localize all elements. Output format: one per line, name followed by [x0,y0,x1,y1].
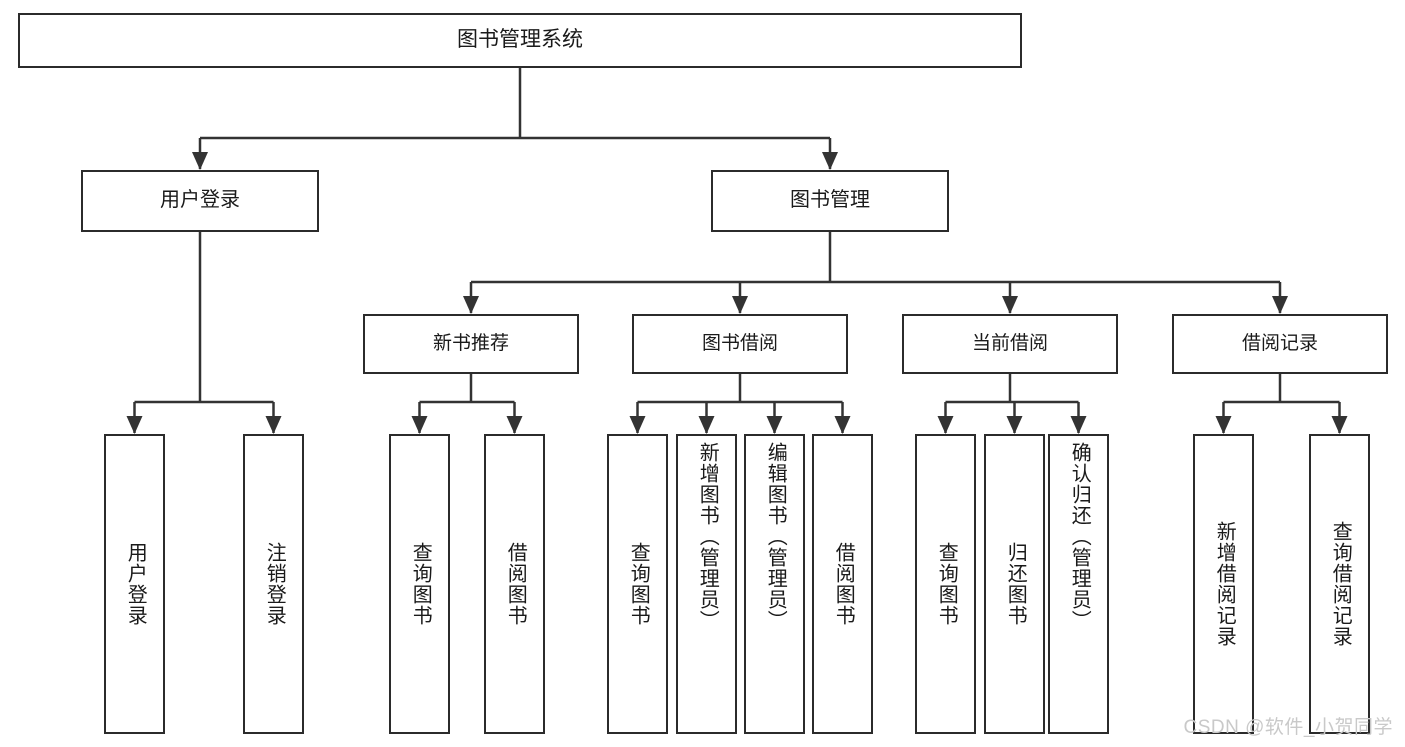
node-leaf-edit-book[interactable]: 编辑图书（管理员） [744,434,805,734]
node-leaf-borrow-book-1[interactable]: 借阅图书 [484,434,545,734]
arrowhead [937,416,954,434]
node-root-label: 图书管理系统 [457,28,583,52]
node-leaf-return-book[interactable]: 归还图书 [984,434,1045,734]
node-root[interactable]: 图书管理系统 [18,13,1022,68]
node-leaf-user-login-label: 用户登录 [124,542,147,626]
node-leaf-add-record[interactable]: 新增借阅记录 [1193,434,1254,734]
arrowhead [834,416,851,434]
node-current-borrow[interactable]: 当前借阅 [902,314,1118,374]
arrowhead [698,416,715,434]
node-leaf-query-book-1[interactable]: 查询图书 [389,434,450,734]
node-leaf-add-book-label: 新增图书（管理员） [696,442,719,631]
arrowhead [1002,296,1018,314]
arrowhead [1331,416,1348,434]
node-leaf-user-logout[interactable]: 注销登录 [243,434,304,734]
arrowhead [192,152,208,170]
node-leaf-user-login[interactable]: 用户登录 [104,434,165,734]
node-leaf-return-book-label: 归还图书 [1004,542,1027,626]
arrowhead [822,152,838,170]
node-leaf-add-book[interactable]: 新增图书（管理员） [676,434,737,734]
node-user-login-label: 用户登录 [160,189,240,212]
arrowhead [629,416,646,434]
node-borrow-record[interactable]: 借阅记录 [1172,314,1388,374]
node-new-book-recommend-label: 新书推荐 [432,332,509,354]
node-current-borrow-label: 当前借阅 [971,332,1048,354]
node-book-borrow[interactable]: 图书借阅 [632,314,848,374]
node-leaf-borrow-book-2-label: 借阅图书 [832,542,855,626]
node-leaf-edit-book-label: 编辑图书（管理员） [764,442,787,631]
arrowhead [506,416,523,434]
node-leaf-query-book-1-label: 查询图书 [409,542,432,626]
node-borrow-record-label: 借阅记录 [1241,332,1318,354]
node-book-manage[interactable]: 图书管理 [711,170,949,232]
watermark: CSDN @软件_小贺同学 [1183,717,1393,738]
node-leaf-query-book-2-label: 查询图书 [627,542,650,626]
node-leaf-confirm-return[interactable]: 确认归还（管理员） [1048,434,1109,734]
node-leaf-add-record-label: 新增借阅记录 [1213,521,1236,647]
node-leaf-query-record-label: 查询借阅记录 [1329,521,1352,647]
node-leaf-borrow-book-2[interactable]: 借阅图书 [812,434,873,734]
node-leaf-query-book-3[interactable]: 查询图书 [915,434,976,734]
node-user-login[interactable]: 用户登录 [81,170,319,232]
arrowhead [463,296,479,314]
node-new-book-recommend[interactable]: 新书推荐 [363,314,579,374]
arrowhead [265,416,282,434]
arrowhead [411,416,428,434]
arrowhead [126,416,143,434]
arrowhead [1070,416,1087,434]
node-book-manage-label: 图书管理 [790,189,870,212]
node-leaf-borrow-book-1-label: 借阅图书 [504,542,527,626]
node-leaf-query-book-2[interactable]: 查询图书 [607,434,668,734]
node-book-borrow-label: 图书借阅 [701,332,778,354]
node-leaf-query-record[interactable]: 查询借阅记录 [1309,434,1370,734]
arrowhead [732,296,748,314]
arrowhead [1215,416,1232,434]
node-leaf-user-logout-label: 注销登录 [263,542,286,626]
arrowhead [1006,416,1023,434]
arrowhead [766,416,783,434]
node-leaf-query-book-3-label: 查询图书 [935,542,958,626]
arrowhead [1272,296,1288,314]
node-leaf-confirm-return-label: 确认归还（管理员） [1068,442,1091,631]
